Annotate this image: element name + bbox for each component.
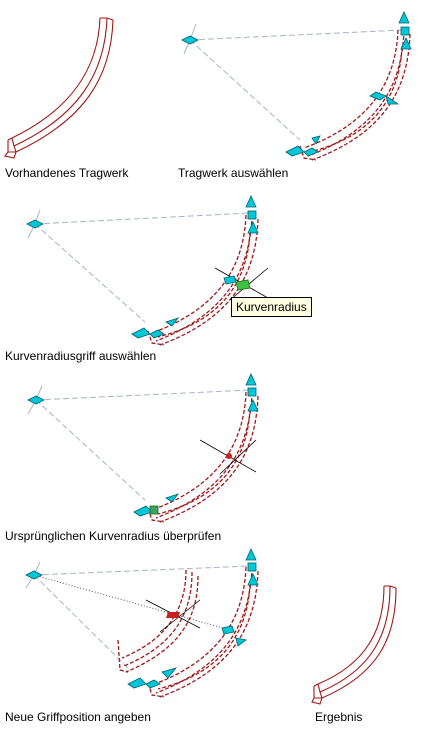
grip-square-icon[interactable]: [247, 562, 257, 572]
radius-tooltip: Kurvenradius: [231, 297, 312, 317]
grip-arrow-icon[interactable]: [247, 573, 259, 586]
end-grip-icon[interactable]: [133, 493, 180, 517]
grip-diamond-icon[interactable]: [27, 395, 45, 405]
selected-member-step4: [27, 373, 259, 523]
selected-member-step2: [181, 11, 412, 161]
crosshair-icon: [199, 439, 257, 475]
grip-arrow-icon[interactable]: [247, 221, 259, 234]
caption-select-radius-grip: Kurvenradiusgriff auswählen: [5, 349, 157, 363]
grip-arrow-icon[interactable]: [245, 195, 257, 208]
caption-new-grip-position: Neue Griffposition angeben: [5, 710, 151, 724]
radius-grip-icon[interactable]: [369, 91, 400, 105]
result-member: [311, 585, 397, 705]
crosshair-icon: [145, 599, 201, 633]
end-grip-icon[interactable]: [131, 317, 180, 339]
end-grip-icon[interactable]: [127, 667, 178, 689]
grip-arrow-icon[interactable]: [245, 548, 257, 561]
radius-grip-active-icon[interactable]: [223, 275, 251, 291]
grip-arrow-icon[interactable]: [398, 11, 410, 24]
caption-select-member: Tragwerk auswählen: [178, 166, 289, 180]
grip-square-icon[interactable]: [247, 210, 257, 220]
preview-member: [117, 569, 199, 673]
caption-existing-member: Vorhandenes Tragwerk: [5, 166, 129, 180]
caption-verify-radius: Ursprünglichen Kurvenradius überprüfen: [5, 529, 222, 543]
end-grip-icon[interactable]: [285, 135, 321, 157]
grip-arrow-icon[interactable]: [245, 373, 257, 386]
grip-arrow-icon[interactable]: [247, 399, 259, 412]
caption-result: Ergebnis: [315, 710, 363, 724]
grip-diamond-icon[interactable]: [26, 219, 44, 229]
existing-member: [4, 17, 114, 159]
radius-grip-icon[interactable]: [221, 625, 247, 647]
selected-member-step5: [25, 548, 259, 698]
grip-square-icon[interactable]: [400, 26, 410, 36]
selected-member-step3: [26, 195, 269, 346]
grip-diamond-icon[interactable]: [181, 35, 199, 45]
grip-square-icon[interactable]: [247, 387, 257, 397]
grip-diamond-icon[interactable]: [25, 570, 43, 580]
